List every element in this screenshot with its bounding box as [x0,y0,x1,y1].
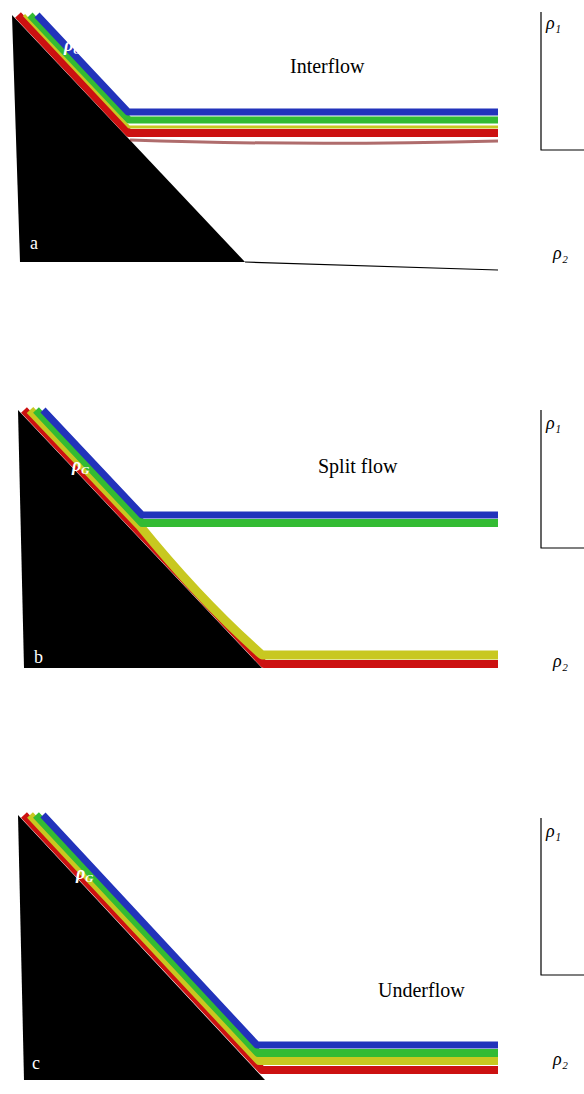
density-axis [541,12,584,150]
density-axis [541,410,584,548]
flow-title: Interflow [290,56,364,76]
axis-label: ρ₂ [553,244,568,262]
axis-label: ρ₂ [553,652,568,670]
layer-shadow [130,140,498,143]
density-symbol: ρG [76,864,93,884]
axis-label: ρ₁ [546,822,561,840]
light-layer [36,815,498,1053]
flow-title: Split flow [318,456,397,476]
slope-wedge [12,15,245,262]
panel-letter: a [30,234,38,252]
density-symbol: ρG [64,36,81,56]
mid-layer [24,15,498,127]
light-layer [30,15,498,120]
mid-layer [30,410,498,655]
panel-letter: c [32,1054,40,1072]
lightest-layer [37,15,498,112]
mid-layer [30,815,498,1061]
density-symbol: ρG [72,456,89,476]
dense-layer [24,410,498,664]
slope-wedge [18,410,262,668]
dense-layer [18,15,498,133]
axis-label: ρ₁ [546,414,561,432]
light-layer [36,410,498,523]
axis-label: ρ₂ [553,1050,568,1068]
slope-wedge [18,815,265,1080]
flow-title: Underflow [378,980,465,1000]
dense-layer [24,815,498,1070]
floor-line [245,262,498,270]
lightest-layer [43,410,498,515]
density-axis [541,818,584,975]
lightest-layer [43,815,498,1045]
axis-label: ρ₁ [546,14,561,32]
panel-letter: b [34,648,43,666]
